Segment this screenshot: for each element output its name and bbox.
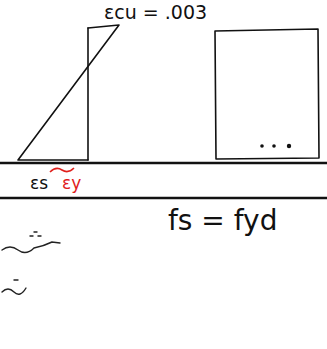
rebar-dot: [287, 144, 291, 148]
strain-label: εcu = .003: [104, 2, 207, 23]
scribble: [2, 242, 60, 253]
stress-label: fs = fyd: [168, 206, 277, 237]
divider-line: [0, 197, 327, 199]
strain-axis: [87, 28, 89, 160]
scribble: [2, 280, 26, 294]
rebar-dot: [272, 144, 276, 148]
red-mark: [50, 168, 74, 172]
scribble: [2, 232, 60, 294]
strain-diagram: [18, 25, 119, 160]
yield-strain-label: εy: [62, 174, 81, 193]
section-outline: [215, 29, 319, 159]
steel-strain-label: εs: [30, 174, 48, 193]
scribble: [30, 232, 41, 236]
divider-line: [0, 162, 327, 164]
rebar-dot: [260, 144, 264, 148]
